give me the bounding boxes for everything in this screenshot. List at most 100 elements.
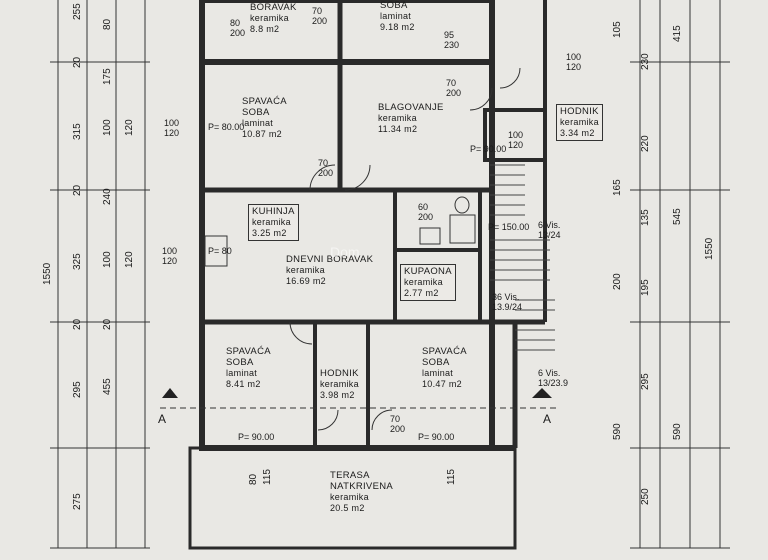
dim-100: 100 xyxy=(102,251,113,268)
opening-height: 200 xyxy=(318,168,334,178)
dim-120: 120 xyxy=(124,251,135,268)
dim-80: 80 xyxy=(248,473,259,485)
opening-height: 200 xyxy=(446,88,462,98)
dim-120: 120 xyxy=(124,119,135,136)
dim-20: 20 xyxy=(72,184,83,196)
dim-295: 295 xyxy=(72,381,83,398)
opening-height: 120 xyxy=(164,128,180,138)
sill-height: P= 80.00 xyxy=(208,122,245,132)
room-area: 10.47 m2 xyxy=(422,379,462,389)
dim-20: 20 xyxy=(72,56,83,68)
opening-width: 95 xyxy=(444,30,455,40)
opening-width: 70 xyxy=(312,6,323,16)
room-area: 11.34 m2 xyxy=(378,124,418,134)
dim-115: 115 xyxy=(446,469,457,485)
room-dnevni-boravak: DNEVNI BORAVAK keramika 16.69 m2 xyxy=(286,254,373,287)
room-floor: keramika xyxy=(250,13,289,23)
stair-count: 36 Vis. xyxy=(492,292,520,302)
opening-height: 120 xyxy=(162,256,178,266)
room-floor: keramika xyxy=(320,379,359,389)
dim-195: 195 xyxy=(640,279,651,296)
dim-165: 165 xyxy=(612,179,623,196)
dim-415: 415 xyxy=(672,25,683,42)
opening-width: 70 xyxy=(390,414,401,424)
section-marker-left: A xyxy=(158,412,167,426)
sill-height: P= 90.00 xyxy=(418,432,455,442)
section-marker-right: A xyxy=(543,412,552,426)
sill-height: P= 90.00 xyxy=(470,144,507,154)
opening-height: 230 xyxy=(444,40,460,50)
stair-treads xyxy=(490,164,555,351)
room-name: TERASA NATKRIVENA xyxy=(330,470,394,492)
room-area: 3.25 m2 xyxy=(252,228,287,238)
opening-height: 200 xyxy=(312,16,328,26)
dim-325: 325 xyxy=(72,253,83,270)
opening-width: 70 xyxy=(446,78,457,88)
room-kupaona: KUPAONA keramika 2.77 m2 xyxy=(400,264,456,301)
room-floor: keramika xyxy=(378,113,417,123)
opening-width: 70 xyxy=(318,158,329,168)
section-arrow-left xyxy=(162,388,178,398)
stair-label: 6 Vis.13/24 xyxy=(538,220,561,240)
dim-250: 250 xyxy=(640,488,651,505)
room-name: HODNIK xyxy=(320,368,359,379)
fixtures xyxy=(204,196,476,267)
room-name: HODNIK xyxy=(560,106,599,117)
dim-240: 240 xyxy=(102,188,113,205)
sill-height: P= 80 xyxy=(208,246,232,256)
dim-545: 545 xyxy=(672,208,683,225)
room-floor: laminat xyxy=(226,368,258,378)
room-name: BLAGOVANJE xyxy=(378,102,444,113)
dim-total: 1550 xyxy=(42,262,53,285)
dim-315: 315 xyxy=(72,123,83,140)
dim-20: 20 xyxy=(102,318,113,330)
stair-ratio: 13/24 xyxy=(538,230,561,240)
dim-80: 80 xyxy=(102,18,113,30)
dim-255: 255 xyxy=(72,3,83,20)
room-spavaca-soba-2: SPAVAĆA SOBA laminat 8.41 m2 xyxy=(226,346,296,390)
room-name: KUHINJA xyxy=(252,206,295,217)
dim-200: 200 xyxy=(612,273,623,290)
opening-height: 120 xyxy=(566,62,582,72)
opening-height: 200 xyxy=(390,424,406,434)
stair-count: 6 Vis. xyxy=(538,368,561,378)
room-area: 3.98 m2 xyxy=(320,390,355,400)
stair-label: 6 Vis.13/23.9 xyxy=(538,368,568,388)
dim-100: 100 xyxy=(102,119,113,136)
dimension-lines xyxy=(50,0,730,549)
opening-width: 100 xyxy=(566,52,582,62)
room-area: 16.69 m2 xyxy=(286,276,326,286)
watermark: Dom xyxy=(330,244,360,260)
opening-height: 120 xyxy=(508,140,524,150)
dim-230: 230 xyxy=(640,53,651,70)
room-name: SPAVAĆA SOBA xyxy=(422,346,467,368)
walls xyxy=(188,0,547,550)
room-floor: laminat xyxy=(380,11,412,21)
sill-height: P= 150.00 xyxy=(488,222,530,232)
room-hodnik-2: HODNIK keramika 3.98 m2 xyxy=(320,368,359,401)
room-boravak: BORAVAK keramika 8.8 m2 xyxy=(250,2,297,35)
section-arrow-right xyxy=(532,388,552,398)
room-area: 8.41 m2 xyxy=(226,379,261,389)
room-floor: keramika xyxy=(330,492,369,502)
room-name: DNEVNI BORAVAK xyxy=(286,254,374,265)
dim-455: 455 xyxy=(102,378,113,395)
opening-width: 60 xyxy=(418,202,429,212)
room-floor: laminat xyxy=(422,368,454,378)
door-swings xyxy=(289,67,521,431)
dim-220: 220 xyxy=(640,135,651,152)
room-floor: keramika xyxy=(252,217,291,227)
opening-width: 100 xyxy=(164,118,180,128)
room-soba: SOBA laminat 9.18 m2 xyxy=(380,0,415,33)
stair-ratio: 13.9/24 xyxy=(492,302,523,312)
room-area: 9.18 m2 xyxy=(380,22,415,32)
